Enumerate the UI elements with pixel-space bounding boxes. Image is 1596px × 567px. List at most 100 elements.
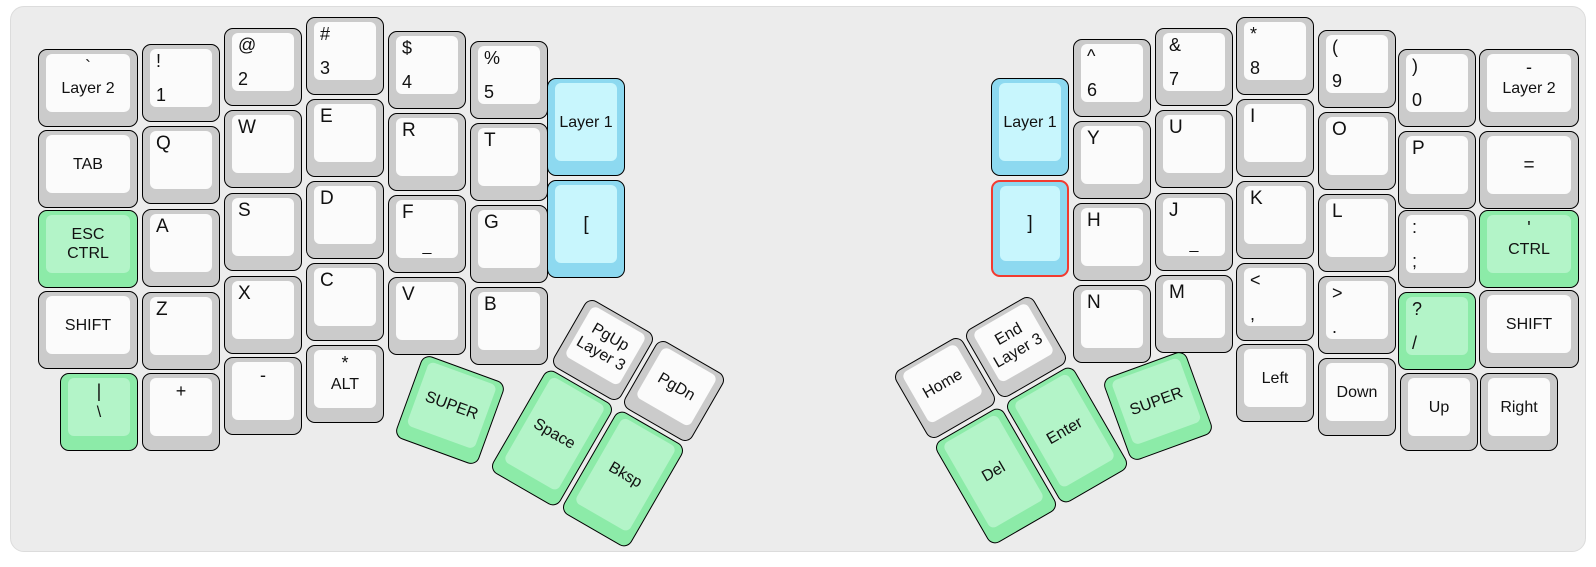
key-s[interactable]: S <box>224 193 302 271</box>
key-labels: >. <box>1326 281 1388 339</box>
key-labels: ^6 <box>1081 44 1143 102</box>
key-c[interactable]: C <box>306 263 384 341</box>
keycap-top <box>232 33 294 91</box>
key-labels: [ <box>555 185 617 263</box>
key-label: U <box>1169 117 1183 138</box>
key-labels: L <box>1326 199 1388 257</box>
key-minus-layer2[interactable]: -Layer 2 <box>1479 49 1579 127</box>
key-v[interactable]: V <box>388 277 466 355</box>
key-label: SUPER <box>422 387 481 423</box>
key-layer1-right[interactable]: Layer 1 <box>991 78 1069 176</box>
key-label: Layer 2 <box>61 80 115 97</box>
key-down-arrow[interactable]: Down <box>1318 358 1396 436</box>
keycap-top <box>1244 22 1306 80</box>
key-9[interactable]: (9 <box>1318 30 1396 108</box>
key-i[interactable]: I <box>1236 99 1314 177</box>
key-b[interactable]: B <box>470 287 548 365</box>
key-4[interactable]: $4 <box>388 31 466 109</box>
key-6[interactable]: ^6 <box>1073 39 1151 117</box>
key-label: + <box>175 381 187 401</box>
key-right-arrow[interactable]: Right <box>1480 373 1558 451</box>
key-labels: SHIFT <box>1487 295 1571 353</box>
key-tab[interactable]: TAB <box>38 130 138 208</box>
key-labels: -Layer 2 <box>1487 54 1571 112</box>
key-labels: B <box>478 292 540 350</box>
key-3[interactable]: #3 <box>306 17 384 95</box>
key-label: > <box>1332 283 1343 303</box>
key-labels: <, <box>1244 268 1306 326</box>
key-label: ^ <box>1087 46 1096 66</box>
key-g[interactable]: G <box>470 205 548 283</box>
key-labels: R <box>396 118 458 176</box>
key-asterisk-alt[interactable]: *ALT <box>306 345 384 423</box>
key-labels: J_ <box>1163 198 1225 256</box>
key-label: ' <box>1527 218 1531 238</box>
key-up-arrow[interactable]: Up <box>1400 373 1478 451</box>
key-o[interactable]: O <box>1318 112 1396 190</box>
key-period[interactable]: >. <box>1318 276 1396 354</box>
key-label: J <box>1169 200 1179 221</box>
key-pipe-backslash[interactable]: |\ <box>60 373 138 451</box>
key-label: * <box>1250 24 1258 44</box>
key-left-arrow[interactable]: Left <box>1236 344 1314 422</box>
key-y[interactable]: Y <box>1073 121 1151 199</box>
key-label: Right <box>1500 398 1538 416</box>
key-label: S <box>238 200 251 221</box>
key-m[interactable]: M <box>1155 275 1233 353</box>
key-label: ALT <box>330 376 360 393</box>
keycap-top <box>396 200 458 258</box>
key-5[interactable]: %5 <box>470 41 548 119</box>
key-grave-layer2[interactable]: ` Layer 2 <box>38 49 138 127</box>
keycap-top <box>396 282 458 340</box>
key-h[interactable]: H <box>1073 203 1151 281</box>
key-z[interactable]: Z <box>142 292 220 370</box>
key-0[interactable]: )0 <box>1398 49 1476 127</box>
key-q[interactable]: Q <box>142 126 220 204</box>
key-minus-left[interactable]: - <box>224 357 302 435</box>
keycap-top <box>1406 215 1468 273</box>
key-equals[interactable]: = <box>1479 131 1579 209</box>
key-f[interactable]: F_ <box>388 195 466 273</box>
key-r[interactable]: R <box>388 113 466 191</box>
key-semicolon[interactable]: :; <box>1398 210 1476 288</box>
key-7[interactable]: &7 <box>1155 28 1233 106</box>
key-a[interactable]: A <box>142 209 220 287</box>
key-x[interactable]: X <box>224 276 302 354</box>
key-label: ? <box>1412 299 1423 319</box>
key-e[interactable]: E <box>306 99 384 177</box>
key-8[interactable]: *8 <box>1236 17 1314 95</box>
key-label: ` <box>85 57 91 77</box>
keycap-top <box>478 292 540 350</box>
key-left-bracket[interactable]: [ <box>547 180 625 278</box>
keycap-top <box>555 83 617 161</box>
key-plus[interactable]: + <box>142 373 220 451</box>
key-1[interactable]: !1 <box>142 44 220 122</box>
key-u[interactable]: U <box>1155 110 1233 188</box>
key-n[interactable]: N <box>1073 285 1151 363</box>
key-layer1-left[interactable]: Layer 1 <box>547 78 625 176</box>
key-p[interactable]: P <box>1398 131 1476 209</box>
key-right-bracket[interactable]: ] <box>991 180 1069 277</box>
keycap-top <box>46 296 130 354</box>
keycap-top <box>555 185 617 263</box>
key-comma[interactable]: <, <box>1236 263 1314 341</box>
key-j[interactable]: J_ <box>1155 193 1233 271</box>
key-labels: W <box>232 115 294 173</box>
key-shift-left[interactable]: SHIFT <box>38 291 138 369</box>
key-k[interactable]: K <box>1236 181 1314 259</box>
key-t[interactable]: T <box>470 123 548 201</box>
key-shift-right[interactable]: SHIFT <box>1479 290 1579 368</box>
key-l[interactable]: L <box>1318 194 1396 272</box>
key-w[interactable]: W <box>224 110 302 188</box>
key-quote-ctrl[interactable]: 'CTRL <box>1479 210 1579 288</box>
keycap-top <box>1000 186 1060 261</box>
key-labels: Layer 1 <box>555 83 617 161</box>
key-label: R <box>402 120 416 141</box>
keycap-top <box>1081 208 1143 266</box>
key-labels: ` Layer 2 <box>46 54 130 112</box>
key-labels: P <box>1406 136 1468 194</box>
key-slash[interactable]: ?/ <box>1398 292 1476 370</box>
key-2[interactable]: @2 <box>224 28 302 106</box>
key-d[interactable]: D <box>306 181 384 259</box>
